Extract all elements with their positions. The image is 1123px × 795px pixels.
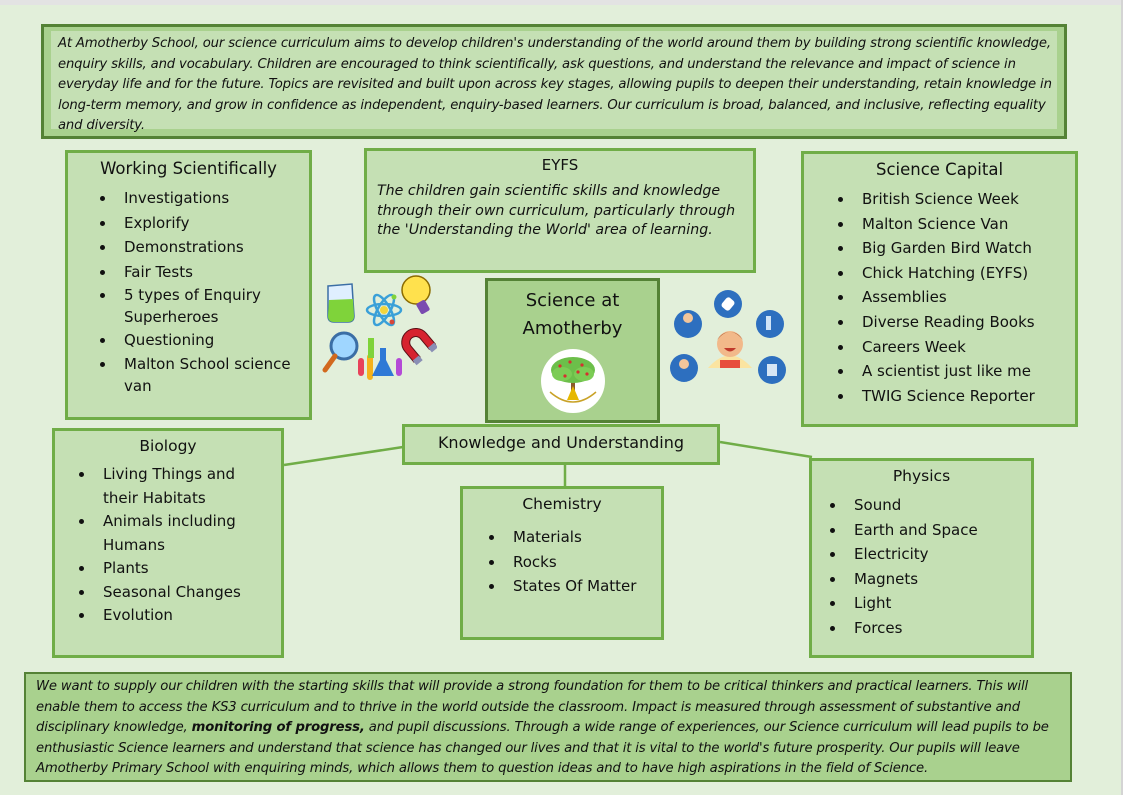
biology-title: Biology — [139, 437, 197, 455]
working-scientifically-title: Working Scientifically — [100, 159, 277, 178]
intent-panel: At Amotherby School, our science curricu… — [41, 24, 1067, 139]
top-edge — [0, 0, 1123, 5]
list-item: Sound — [846, 493, 1031, 518]
school-logo — [541, 349, 605, 413]
chemistry-box: Chemistry Materials Rocks States Of Matt… — [460, 486, 664, 640]
microscope-icon — [756, 310, 784, 338]
list-item: Demonstrations — [116, 235, 309, 260]
physics-box: Physics Sound Earth and Space Electricit… — [809, 458, 1034, 658]
list-item: A scientist just like me — [854, 359, 1075, 384]
atom-icon — [365, 293, 403, 327]
list-item: Light — [846, 591, 1031, 616]
list-item: Magnets — [846, 567, 1031, 592]
right-edge — [1121, 0, 1123, 795]
list-item: Evolution — [95, 604, 281, 628]
science-clipart-right — [668, 288, 793, 388]
list-item: Plants — [95, 557, 281, 581]
chemistry-list: Materials Rocks States Of Matter — [463, 525, 661, 599]
flasks-icon — [358, 338, 402, 380]
list-item: TWIG Science Reporter — [854, 384, 1075, 409]
magnifier-icon — [322, 331, 359, 373]
biology-box: Biology Living Things and their Habitats… — [52, 428, 284, 658]
list-item: Seasonal Changes — [95, 581, 281, 605]
biology-list: Living Things and their Habitats Animals… — [55, 463, 281, 628]
list-item: Living Things and their Habitats — [95, 463, 281, 510]
list-item: Materials — [505, 525, 661, 550]
astronaut-scientist-icon — [674, 310, 702, 338]
list-item: Earth and Space — [846, 518, 1031, 543]
science-clipart-left — [322, 272, 439, 382]
list-item: Assemblies — [854, 285, 1075, 310]
rocket-icon — [714, 290, 742, 318]
lightbulb-icon — [401, 275, 431, 314]
list-item: Malton School science van — [116, 353, 309, 397]
chemistry-title: Chemistry — [522, 495, 602, 513]
beaker-icon — [327, 283, 355, 323]
physics-title: Physics — [892, 467, 951, 485]
knowledge-understanding-box: Knowledge and Understanding — [402, 424, 720, 465]
science-at-amotherby-box: Science at Amotherby — [485, 278, 660, 423]
list-item: Forces — [846, 616, 1031, 641]
working-scientifically-box: Working Scientifically Investigations Ex… — [65, 150, 312, 420]
connector-biology — [283, 445, 404, 467]
center-title: Science at Amotherby — [488, 287, 657, 343]
doctor-icon — [670, 354, 698, 382]
list-item: Chick Hatching (EYFS) — [854, 261, 1075, 286]
list-item: Diverse Reading Books — [854, 310, 1075, 335]
eyfs-title: EYFS — [541, 156, 579, 174]
list-item: Rocks — [505, 550, 661, 575]
intent-text: At Amotherby School, our science curricu… — [58, 36, 1052, 134]
list-item: Careers Week — [854, 335, 1075, 360]
list-item: Questioning — [116, 328, 309, 353]
list-item: States Of Matter — [505, 574, 661, 599]
center-title-line2: Amotherby — [522, 318, 623, 339]
list-item: Big Garden Bird Watch — [854, 236, 1075, 261]
eyfs-box: EYFS The children gain scientific skills… — [364, 148, 756, 273]
eyfs-text: The children gain scientific skills and … — [377, 183, 736, 238]
list-item: Explorify — [116, 211, 309, 236]
impact-text-bold: monitoring of progress, — [191, 720, 365, 736]
list-item: Malton Science Van — [854, 212, 1075, 237]
science-capital-title: Science Capital — [875, 160, 1004, 179]
list-item: Fair Tests — [116, 260, 309, 285]
science-capital-box: Science Capital British Science Week Mal… — [801, 151, 1078, 427]
list-item: Investigations — [116, 186, 309, 211]
list-item: Animals including Humans — [95, 510, 281, 557]
magnet-icon — [401, 327, 439, 366]
impact-text-part2: and pupil discussions. Through a wide ra… — [36, 720, 1049, 777]
list-item: Electricity — [846, 542, 1031, 567]
physics-list: Sound Earth and Space Electricity Magnet… — [812, 493, 1031, 640]
smiling-child-icon — [708, 331, 752, 368]
impact-text: We want to supply our children with the … — [26, 674, 1070, 780]
list-item: 5 types of Enquiry Superheroes — [116, 284, 309, 328]
center-title-line1: Science at — [525, 290, 620, 311]
knowledge-understanding-title: Knowledge and Understanding — [437, 433, 685, 452]
robot-icon — [758, 356, 786, 384]
list-item: British Science Week — [854, 187, 1075, 212]
impact-panel: We want to supply our children with the … — [24, 672, 1072, 782]
science-capital-list: British Science Week Malton Science Van … — [804, 187, 1075, 408]
connector-physics — [719, 440, 813, 459]
impact-text-part1: We want to supply our children with the … — [36, 679, 1029, 736]
working-scientifically-list: Investigations Explorify Demonstrations … — [68, 186, 309, 397]
